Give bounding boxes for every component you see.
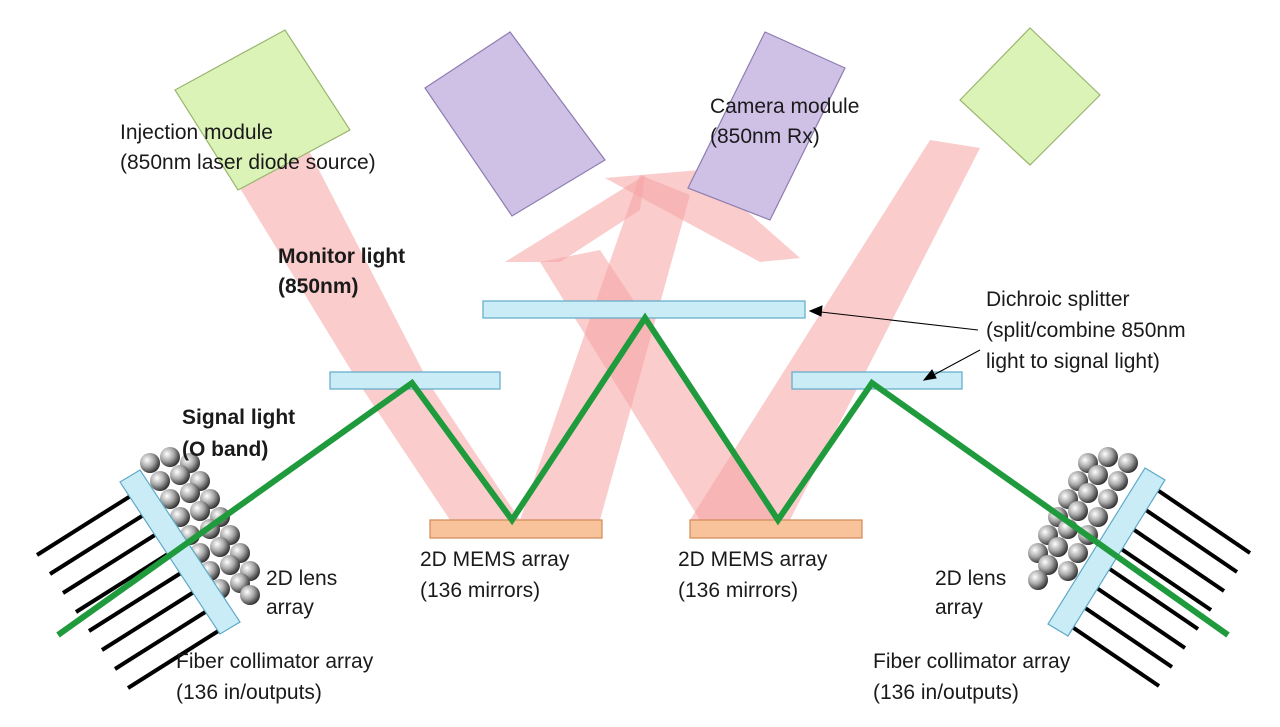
lens-array-right-label: 2D lens array [935,567,1012,619]
camera-module-right [687,31,846,221]
camera-module-label: Camera module (850nm Rx) [710,95,865,148]
camera-module-left [424,31,606,217]
fibers-right [1057,483,1252,688]
monitor-light-beams [238,140,980,520]
beam-injection-to-left-splitter [238,143,430,385]
collimator-plate-left [119,469,241,635]
mems-arrays [429,519,863,539]
signal-light-label: Signal light (O band) [182,406,301,461]
arrow-head-left [505,175,645,262]
collimator-left-label: Fiber collimator array (136 in/outputs) [176,650,379,704]
lens-array-left-label: 2D lens array [266,567,343,619]
mems-array-right-label: 2D MEMS array (136 mirrors) [678,548,833,602]
collimator-right-label: Fiber collimator array (136 in/outputs) [873,650,1076,704]
mems-array-right [689,519,863,539]
mems-array-left [429,519,603,539]
splitter-annotation-arrows [808,305,981,381]
injection-module-left [174,29,351,191]
beam-right-mems-to-injection [690,140,980,520]
camera-modules [424,31,846,221]
fibers-left [35,488,233,690]
fiber-collimator-left [35,447,260,690]
signal-light-path [56,312,1230,638]
injection-modules [174,27,1101,191]
monitor-light-label: Monitor light (850nm) [278,245,411,298]
beam-left-splitter-to-left-mems [360,385,520,520]
arrow-head-right [605,170,800,262]
injection-module-right [959,27,1101,166]
dichroic-splitter-label: Dichroic splitter (split/combine 850nm l… [986,288,1191,373]
injection-module-label: Injection module (850nm laser diode sour… [120,121,376,174]
splitter-arrow-upper [811,310,979,331]
mems-array-left-label: 2D MEMS array (136 mirrors) [420,548,575,602]
splitter-arrow-lower [927,349,981,379]
